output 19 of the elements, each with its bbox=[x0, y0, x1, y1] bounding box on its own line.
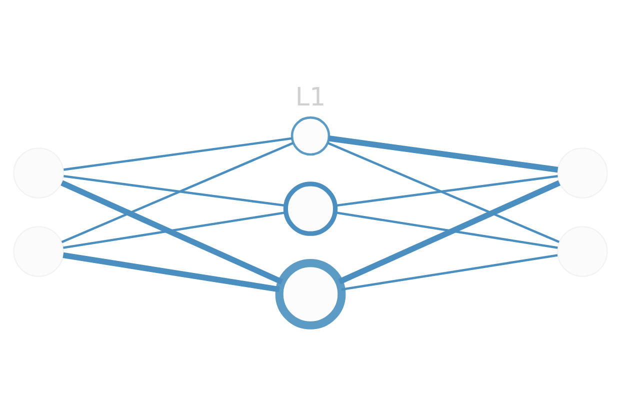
connector bbox=[64, 174, 286, 206]
connector bbox=[341, 254, 558, 290]
node-circle bbox=[557, 147, 608, 198]
connector bbox=[60, 180, 283, 284]
node-circle bbox=[283, 181, 338, 236]
connector bbox=[328, 135, 558, 172]
connector bbox=[327, 141, 560, 243]
connector bbox=[64, 136, 292, 170]
connector bbox=[334, 210, 558, 248]
node-circle bbox=[275, 258, 346, 329]
connector bbox=[63, 210, 286, 248]
node-circle bbox=[290, 116, 330, 156]
node-circle bbox=[557, 226, 608, 276]
connector bbox=[338, 180, 561, 284]
connector bbox=[335, 174, 558, 206]
connector bbox=[61, 141, 294, 243]
node-circle bbox=[13, 147, 64, 198]
node-circle bbox=[13, 226, 64, 276]
connector bbox=[62, 252, 280, 292]
